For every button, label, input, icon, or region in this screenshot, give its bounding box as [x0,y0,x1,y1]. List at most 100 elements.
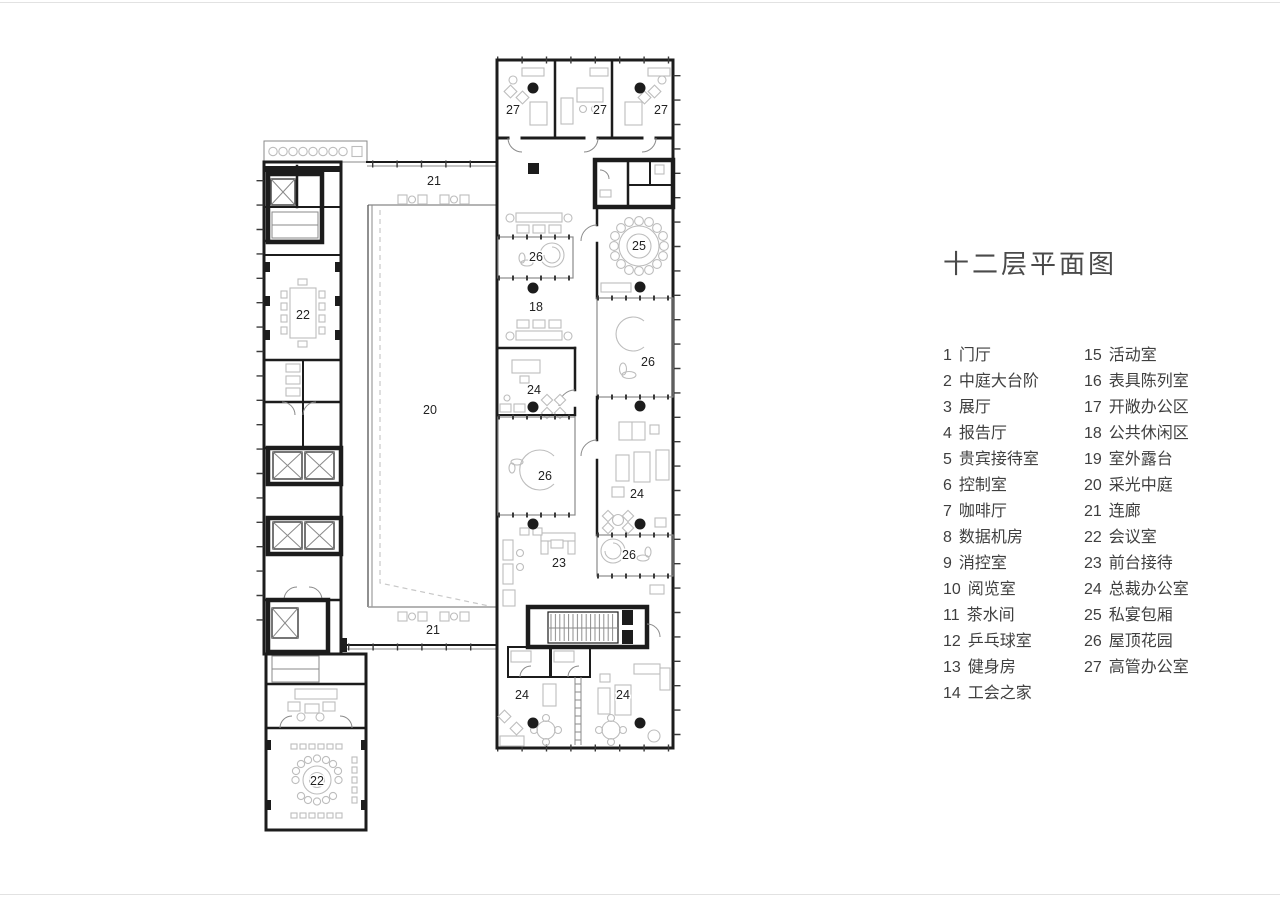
legend-item-number: 13 [943,659,961,676]
room-number-label: 26 [641,355,655,369]
room-number-label: 24 [527,383,541,397]
legend-item-label: 工会之家 [967,685,1032,702]
corridor-bottom [340,611,498,652]
legend-item: 26 屋顶花园 [1084,629,1189,655]
elevator [270,178,296,206]
shelf-partition [574,677,582,745]
room-number-label: 26 [529,250,543,264]
legend-item-number: 21 [1084,503,1102,520]
legend-item-label: 数据机房 [958,529,1023,546]
plan-title: 十二层平面图 [943,249,1118,279]
roof-garden-26-d [596,532,674,579]
legend-item: 10 阅览室 [943,577,1084,603]
legend-item-label: 开敞办公区 [1108,399,1189,416]
legend-item-label: 公共休闲区 [1108,425,1189,442]
legend-item-number: 23 [1084,555,1102,572]
meeting-room-22-lower [266,740,366,819]
skylight-band [263,140,368,163]
room-number-label: 24 [616,688,630,702]
legend-item: 12 乒乓球室 [943,629,1084,655]
column [528,163,539,174]
legend-item-label: 茶水间 [966,607,1015,624]
legend-item-label: 会议室 [1108,529,1157,546]
legend-item: 25 私宴包厢 [1084,603,1189,629]
legend-item-label: 咖啡厅 [958,503,1007,520]
stair [271,211,319,239]
elevator-bank-2 [265,515,344,557]
room-number-label: 21 [427,174,441,188]
legend-item-label: 屋顶花园 [1108,633,1173,650]
roof-garden-26-b [596,295,674,400]
legend-item-label: 乒乓球室 [967,633,1032,650]
legend-item-number: 6 [943,477,952,494]
legend-item-number: 18 [1084,425,1102,442]
room-number-label: 27 [654,103,668,117]
left-wing [256,140,368,832]
legend-item-number: 26 [1084,633,1102,650]
room-number-label: 24 [630,487,644,501]
president-office-24-bl [497,683,563,747]
president-office-24-br [594,663,671,747]
legend-item-label: 前台接待 [1108,555,1173,572]
legend-item-label: 阅览室 [967,581,1016,598]
legend-item-number: 12 [943,633,961,650]
legend-item-label: 中庭大台阶 [958,373,1039,390]
service-rooms [262,401,343,450]
atrium-20 [367,205,497,608]
stair-core-bottom [525,604,661,650]
sheet-border-top [0,2,1280,3]
legend-item-label: 控制室 [958,477,1007,494]
room-number-label: 22 [296,308,310,322]
legend-item-number: 19 [1084,451,1102,468]
bench [439,611,470,622]
sheet-border-bottom [0,894,1280,895]
room-number-label: 22 [310,774,324,788]
legend-item-label: 连廊 [1108,503,1141,520]
legend-item-label: 表具陈列室 [1108,373,1189,390]
legend-item: 18 公共休闲区 [1084,421,1189,447]
legend-item-number: 14 [943,685,961,702]
room-number-label: 26 [538,469,552,483]
small-rooms [507,646,591,678]
legend-item-number: 24 [1084,581,1102,598]
office-furniture [503,67,671,126]
stair-elevator-core-top [262,164,342,245]
legend-item: 2 中庭大台阶 [943,369,1084,395]
room-number-label: 25 [632,239,646,253]
legend-item-number: 25 [1084,607,1102,624]
legend-item-number: 15 [1084,347,1102,364]
legend-item-number: 1 [943,347,952,364]
legend-item: 22 会议室 [1084,525,1189,551]
toilet-block [262,359,343,404]
president-office-24-r [580,395,670,537]
legend-item: 21 连廊 [1084,499,1189,525]
legend-item-number: 11 [943,607,960,624]
roof-garden-26-c [497,414,576,518]
room-number-label: 20 [423,403,437,417]
corridor-top [366,160,498,206]
legend-item-number: 10 [943,581,961,598]
legend-item-label: 私宴包厢 [1108,607,1173,624]
legend-item-label: 采光中庭 [1108,477,1173,494]
legend-item: 14 工会之家 [943,681,1084,707]
reception-23 [502,527,576,607]
legend-item-number: 2 [943,373,952,390]
room-number-label: 26 [622,548,636,562]
legend-item-number: 22 [1084,529,1102,546]
legend-item-number: 7 [943,503,952,520]
